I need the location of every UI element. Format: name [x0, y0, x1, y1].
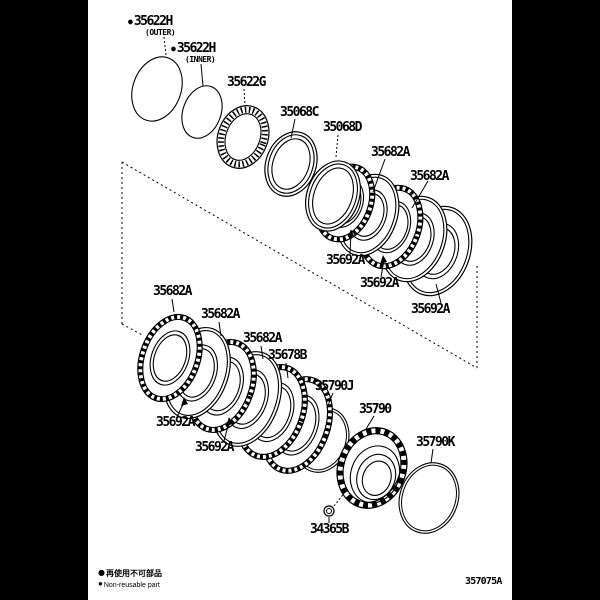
leader-lines	[163, 36, 442, 523]
part-label-35692a-upper-3[interactable]: 35692A	[411, 302, 450, 317]
part-label-35692a-lower-1[interactable]: 35692A	[156, 415, 195, 430]
oring-35622h-outer	[131, 56, 183, 122]
kit-enclosure-dashed-box	[121, 161, 478, 369]
part-label-35622h-outer[interactable]: ●35622H	[128, 14, 173, 29]
part-label-35622h-inner[interactable]: ●35622H	[171, 41, 216, 56]
diagram-paper	[88, 0, 512, 600]
ring-35068c	[264, 131, 318, 197]
part-label-35682a-upper-1[interactable]: 35682A	[371, 145, 410, 160]
part-label-35682a-upper-2[interactable]: 35682A	[410, 169, 449, 184]
disc-35682a-lower-1	[137, 313, 203, 403]
drum-35790	[336, 427, 408, 509]
part-label-35622h-outer-qualifier: (OUTER)	[145, 28, 176, 37]
part-label-35068c[interactable]: 35068C	[280, 105, 319, 120]
non-reusable-bullet: ●	[171, 44, 176, 53]
footnote-japanese: ●再使用不可部品	[98, 569, 162, 578]
part-number: 35622H	[133, 14, 173, 29]
non-reusable-bullet: ●	[98, 568, 105, 577]
part-label-35692a-upper-1[interactable]: 35692A	[326, 253, 365, 268]
part-number: 35622H	[176, 41, 216, 56]
part-label-35678b[interactable]: 35678B	[268, 348, 307, 363]
part-label-35790j[interactable]: 35790J	[315, 379, 354, 394]
non-reusable-bullet: ●	[98, 579, 103, 588]
part-label-35622g[interactable]: 35622G	[227, 75, 266, 90]
part-label-35068d[interactable]: 35068D	[323, 120, 362, 135]
oring-35622h-inner	[181, 85, 223, 139]
snap-ring-35790k	[398, 462, 460, 534]
non-reusable-bullet: ●	[128, 17, 133, 26]
footnote-en-text: Non-reusable part	[103, 582, 160, 589]
part-label-35692a-lower-2[interactable]: 35692A	[195, 440, 234, 455]
figure-code: 357075A	[465, 576, 502, 587]
spring-washer-35622g	[216, 105, 270, 169]
footnote-english: ●Non-reusable part	[98, 579, 160, 590]
ring-35068d	[305, 160, 361, 232]
part-label-35682a-lower-3[interactable]: 35682A	[243, 331, 282, 346]
part-label-35692a-upper-2[interactable]: 35692A	[360, 276, 399, 291]
part-label-35682a-lower-2[interactable]: 35682A	[201, 307, 240, 322]
footnote-jp-text: 再使用不可部品	[105, 569, 162, 578]
part-label-35682a-lower-1[interactable]: 35682A	[153, 284, 192, 299]
part-label-35790[interactable]: 35790	[359, 402, 392, 417]
part-label-35790k[interactable]: 35790K	[416, 435, 455, 450]
part-label-34365b[interactable]: 34365B	[310, 522, 349, 537]
ball-34365b	[323, 505, 335, 517]
part-label-35622h-inner-qualifier: (INNER)	[185, 55, 216, 64]
